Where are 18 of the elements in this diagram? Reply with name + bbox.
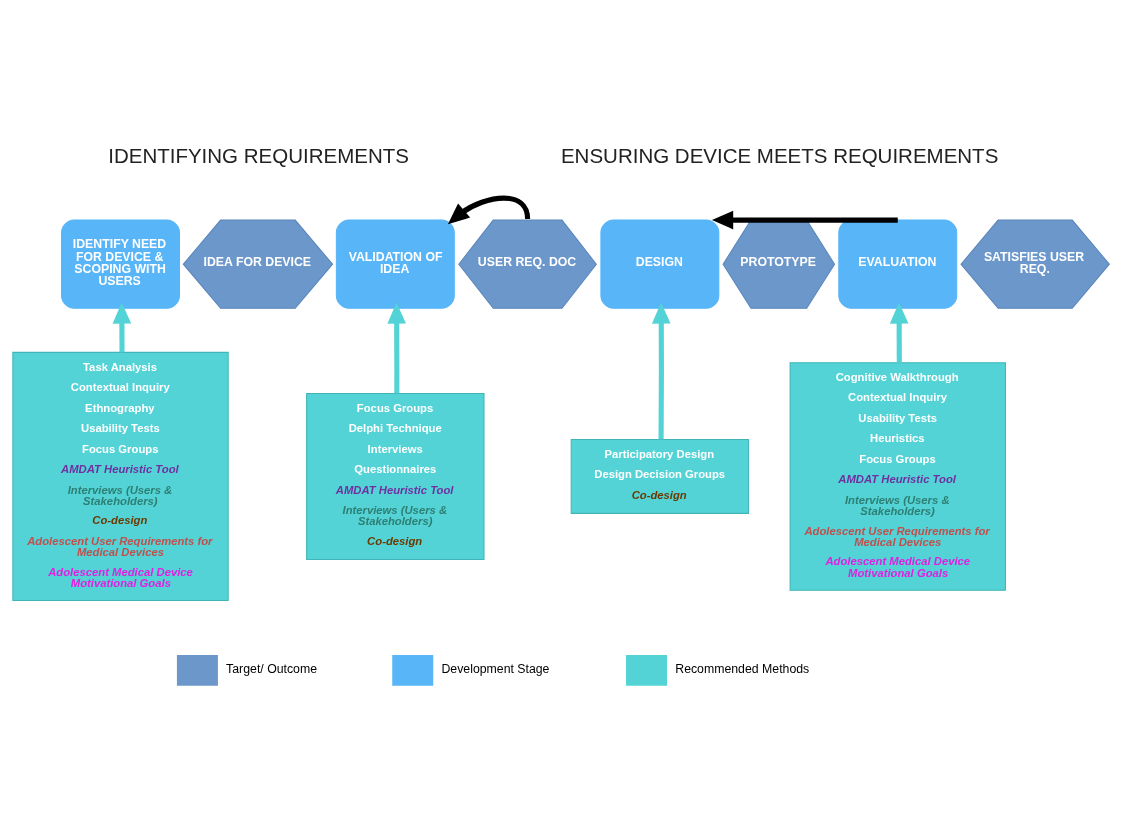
node-box: Focus Groups Delphi Technique Interviews Questionnaires AMDAT Heuristic Tool Interviews (Users & Stakeholders) Co-design <box>306 392 485 560</box>
label: ENSURING DEVICE MEETS REQUIREMENTS <box>560 143 999 167</box>
node-box: Participatory Design Design Decision Groups Co-design <box>570 438 750 514</box>
node-box: EVALUATION <box>838 219 958 309</box>
node-box: DESIGN <box>600 219 720 309</box>
legend-label: Recommended Methods <box>675 661 810 676</box>
legend-label: Target/ Outcome <box>226 661 318 676</box>
node-box: Cognitive Walkthrough Contextual Inquiry Usability Tests Heuristics Focus Groups AMDAT Heuristic Tool Interviews (Users & Stakeholders) Adolescent User Requirements for Medical Devices Adolescent Medical Device Motivational Goals <box>789 361 1006 591</box>
arrow <box>889 301 909 363</box>
label: IDENTIFYING REQUIREMENTS <box>108 143 409 167</box>
node-box: Task Analysis Contextual Inquiry Ethnography Usability Tests Focus Groups AMDAT Heuristic Tool Interviews (Users & Stakeholders) Co-design Adolescent User Requirements for Medical Devices Adolescent Medical Device Motivational Goals <box>12 351 229 601</box>
node-box: IDENTIFY NEED FOR DEVICE & SCOPING WITH USERS <box>61 219 180 309</box>
arrow <box>651 301 671 439</box>
node-box: VALIDATION OF IDEA <box>335 219 455 309</box>
arrow <box>112 301 132 352</box>
legend-label: Development Stage <box>441 661 550 676</box>
arrow <box>711 210 898 229</box>
arrow <box>387 301 407 393</box>
